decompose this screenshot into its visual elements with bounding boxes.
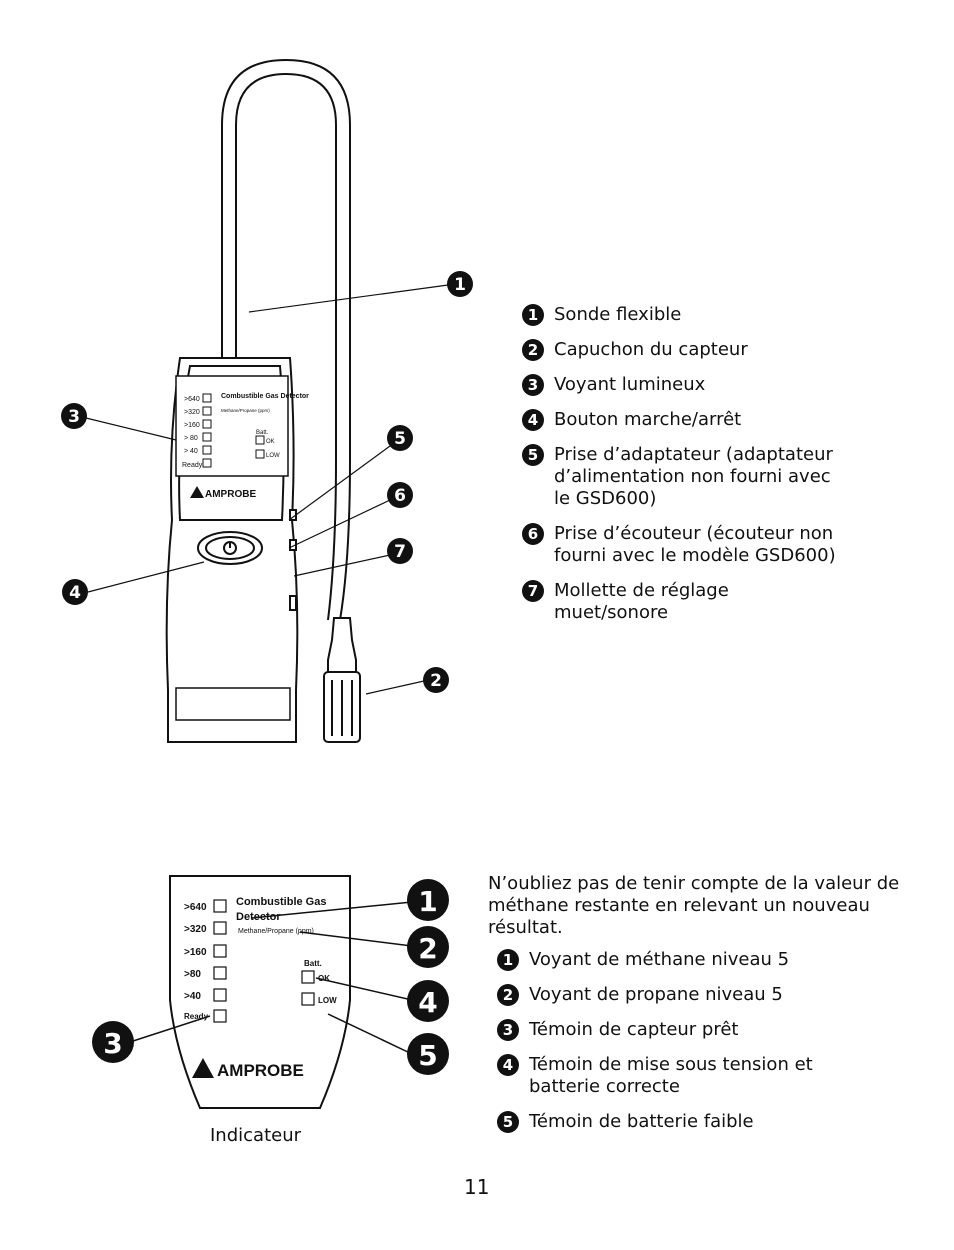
- bottom-label-40: >40: [184, 991, 201, 1002]
- flexible-probe: [221, 58, 351, 621]
- callout-5: 5: [394, 429, 406, 449]
- legend-item: 5 Prise d’adaptateur (adaptateur d’alimen…: [522, 444, 842, 510]
- top-label-80: > 80: [184, 435, 198, 442]
- callout-7: 7: [394, 542, 406, 562]
- legend-text: Voyant de propane niveau 5: [529, 984, 783, 1005]
- legend-item: 3 Témoin de capteur prêt: [497, 1019, 857, 1041]
- brand-logo-icon: [190, 486, 204, 498]
- top-label-640: >640: [184, 396, 200, 403]
- device-body: [165, 357, 299, 743]
- legend-number: 7: [522, 580, 544, 602]
- legend-number: 5: [497, 1111, 519, 1133]
- legend-number: 3: [522, 374, 544, 396]
- top-ok-label: OK: [266, 439, 275, 445]
- bottom-label-ready: Ready: [184, 1012, 209, 1021]
- legend-text: Témoin de batterie faible: [529, 1111, 754, 1132]
- bottom-callout-1: 1: [418, 885, 437, 918]
- legend-text: Sonde flexible: [554, 304, 682, 325]
- sensor-cap: [323, 617, 361, 743]
- top-label-ready: Ready: [182, 462, 203, 469]
- bottom-batt-label: Batt.: [304, 959, 322, 968]
- bottom-callout-4: 4: [418, 986, 437, 1019]
- legend-number: 4: [522, 409, 544, 431]
- legend-text: Voyant lumineux: [554, 374, 706, 395]
- legend-number: 2: [497, 984, 519, 1006]
- legend-number: 1: [497, 949, 519, 971]
- bottom-callout-lines: [129, 901, 413, 1055]
- top-callouts: 1 2 3 4 5 6 7: [61, 271, 473, 693]
- bottom-subtitle: Methane/Propane (ppm): [238, 928, 314, 935]
- legend-text: Bouton marche/arrêt: [554, 409, 742, 430]
- bottom-label-640: >640: [184, 902, 207, 913]
- bottom-low-label: LOW: [318, 996, 337, 1005]
- legend-item: 3 Voyant lumineux: [522, 374, 842, 396]
- top-label-160: >160: [184, 422, 200, 429]
- bottom-brand: AMPROBE: [217, 1061, 304, 1080]
- top-batt-label: Batt.: [256, 430, 269, 436]
- callout-4: 4: [69, 583, 81, 603]
- legend-number: 3: [497, 1019, 519, 1041]
- indicator-caption: Indicateur: [210, 1125, 302, 1146]
- bottom-label-320: >320: [184, 924, 207, 935]
- legend-item: 2 Capuchon du capteur: [522, 339, 842, 361]
- brand-logo-icon: [192, 1058, 214, 1078]
- legend-item: 4 Témoin de mise sous tension et batterie…: [497, 1054, 857, 1098]
- top-label-40: > 40: [184, 448, 198, 455]
- legend-text: Témoin de mise sous tension et batterie …: [529, 1054, 813, 1097]
- bottom-ok-label: OK: [318, 974, 330, 983]
- bottom-label-80: >80: [184, 969, 201, 980]
- top-brand: AMPROBE: [205, 489, 256, 500]
- legend-text: Prise d’écouteur (écouteur non fourni av…: [554, 523, 836, 566]
- top-title: Combustible Gas Detector: [221, 393, 309, 400]
- bottom-title-line1: Combustible Gas: [236, 896, 326, 908]
- callout-1: 1: [454, 275, 466, 295]
- legend-item: 2 Voyant de propane niveau 5: [497, 984, 857, 1006]
- legend-text: Voyant de méthane niveau 5: [529, 949, 790, 970]
- legend-text: Mollette de réglage muet/sonore: [554, 580, 729, 623]
- legend-number: 5: [522, 444, 544, 466]
- top-label-320: >320: [184, 409, 200, 416]
- bottom-callouts: 1 2 3 4 5: [92, 879, 449, 1075]
- legend-item: 5 Témoin de batterie faible: [497, 1111, 857, 1133]
- callout-2: 2: [430, 671, 442, 691]
- bottom-label-160: >160: [184, 947, 207, 958]
- bottom-display-leds: [213, 899, 315, 1023]
- legend-text: Témoin de capteur prêt: [529, 1019, 739, 1040]
- legend-text: Prise d’adaptateur (adaptateur d’aliment…: [554, 444, 833, 509]
- legend-item: 7 Mollette de réglage muet/sonore: [522, 580, 842, 624]
- page-number: 11: [464, 1175, 490, 1199]
- methane-note: N’oubliez pas de tenir compte de la vale…: [488, 873, 900, 938]
- legend-item: 6 Prise d’écouteur (écouteur non fourni a…: [522, 523, 842, 567]
- top-callout-lines: [85, 284, 449, 695]
- top-subtitle: Methane/Propane (ppm): [221, 408, 270, 413]
- bottom-callout-5: 5: [418, 1039, 437, 1072]
- callout-3: 3: [68, 407, 80, 427]
- callout-6: 6: [394, 486, 406, 506]
- legend-text: Capuchon du capteur: [554, 339, 748, 360]
- top-display-leds: [202, 393, 265, 468]
- legend-item: 4 Bouton marche/arrêt: [522, 409, 842, 431]
- legend-number: 1: [522, 304, 544, 326]
- legend-top: 1 Sonde flexible 2 Capuchon du capteur 3 Vo…: [522, 304, 842, 637]
- legend-item: 1 Sonde flexible: [522, 304, 842, 326]
- legend-item: 1 Voyant de méthane niveau 5: [497, 949, 857, 971]
- top-low-label: LOW: [266, 453, 280, 459]
- bottom-callout-3: 3: [103, 1027, 122, 1060]
- bottom-callout-2: 2: [418, 932, 437, 965]
- legend-bottom: 1 Voyant de méthane niveau 5 2 Voyant de p…: [497, 949, 857, 1146]
- legend-number: 4: [497, 1054, 519, 1076]
- legend-number: 2: [522, 339, 544, 361]
- legend-number: 6: [522, 523, 544, 545]
